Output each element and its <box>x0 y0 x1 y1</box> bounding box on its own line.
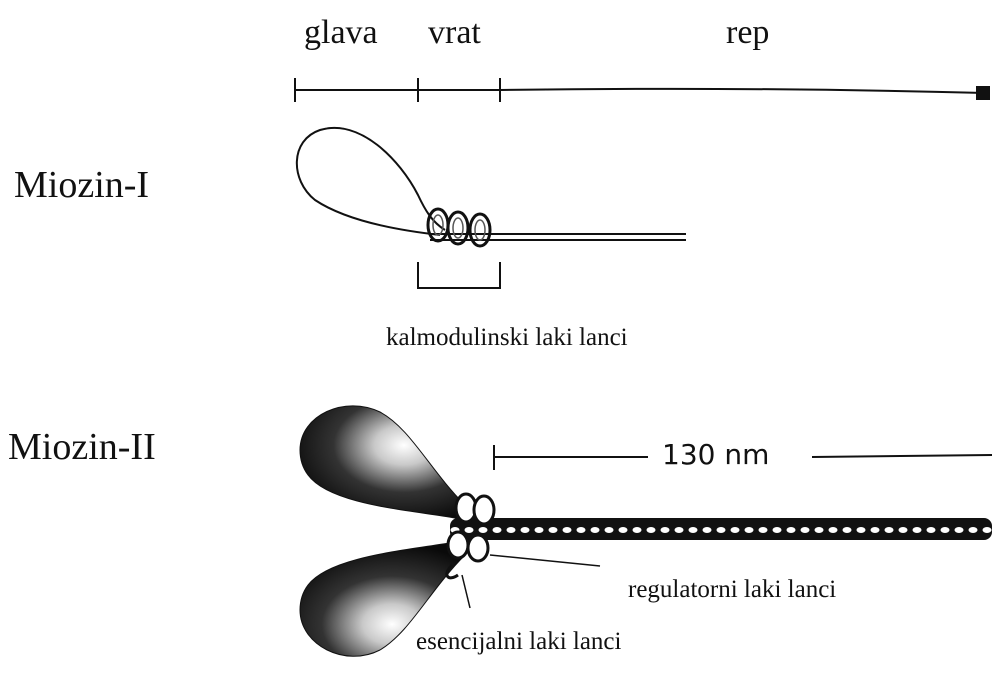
myosin2-molecule <box>300 406 992 656</box>
scale-bar-end <box>976 86 990 100</box>
regulatory-pointer <box>490 555 600 566</box>
calmodulin-light-chains-label: kalmodulinski laki lanci <box>386 324 628 352</box>
segment-label-neck: vrat <box>428 14 481 52</box>
segment-scale-bar <box>295 78 990 102</box>
segment-label-tail: rep <box>726 14 769 52</box>
regulatory-light-chains-label: regulatorni laki lanci <box>628 576 836 604</box>
light-chain-bracket <box>418 262 500 288</box>
essential-light-chains-label: esencijalni laki lanci <box>416 628 621 656</box>
myosin1-label: Miozin-I <box>14 163 149 207</box>
length-scale-label: 130 nm <box>662 438 769 471</box>
essential-pointer <box>462 575 470 608</box>
scale-line-tail <box>500 89 985 93</box>
myosin2-head-upper <box>300 406 468 518</box>
myosin1-head <box>297 128 445 235</box>
myosin2-coiled-coil-tail <box>450 518 992 540</box>
segment-label-head: glava <box>304 14 378 52</box>
length-line-right <box>812 455 992 457</box>
myosin1-molecule <box>297 128 686 288</box>
myosin2-label: Miozin-II <box>8 425 156 469</box>
